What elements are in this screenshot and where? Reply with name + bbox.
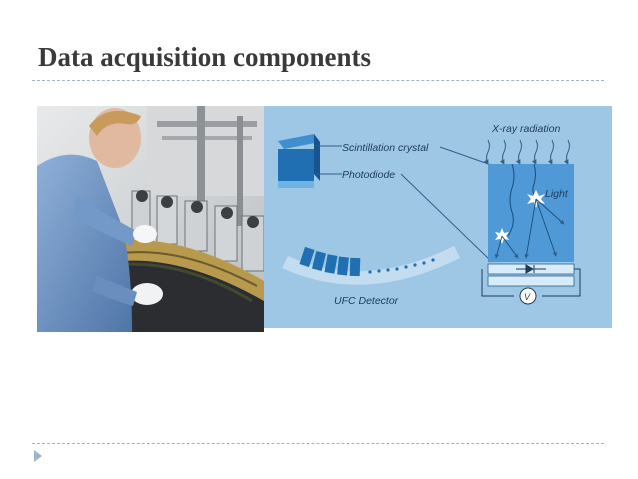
scintillation-crystal-label: Scintillation crystal — [342, 142, 429, 154]
xray-arrows — [483, 139, 570, 165]
bullet-arrow-icon — [34, 450, 42, 462]
electrode-layer — [487, 275, 575, 287]
crystal-block-icon — [278, 134, 320, 188]
detector-diagram: Scintillation crystal Photodiode UFC Det… — [264, 106, 612, 328]
slide-title: Data acquisition components — [38, 42, 372, 72]
detector-modules — [299, 246, 361, 277]
photodiode-label: Photodiode — [342, 169, 395, 181]
xray-radiation-label: X-ray radiation — [491, 123, 560, 135]
readout-circuit — [481, 268, 581, 297]
detector-arc — [282, 246, 460, 285]
footer-divider — [32, 443, 604, 444]
voltmeter-icon — [519, 287, 537, 305]
light-label: Light — [545, 188, 569, 200]
light-rays — [494, 198, 565, 259]
detector-dots — [368, 258, 435, 274]
voltmeter-label: V — [524, 292, 531, 302]
title-divider — [32, 80, 604, 81]
xray-paths — [507, 163, 537, 237]
diode-icon — [516, 264, 546, 274]
crystal-cross-section — [488, 164, 574, 262]
ufc-detector-label: UFC Detector — [334, 295, 399, 307]
technician-photo — [37, 106, 264, 332]
